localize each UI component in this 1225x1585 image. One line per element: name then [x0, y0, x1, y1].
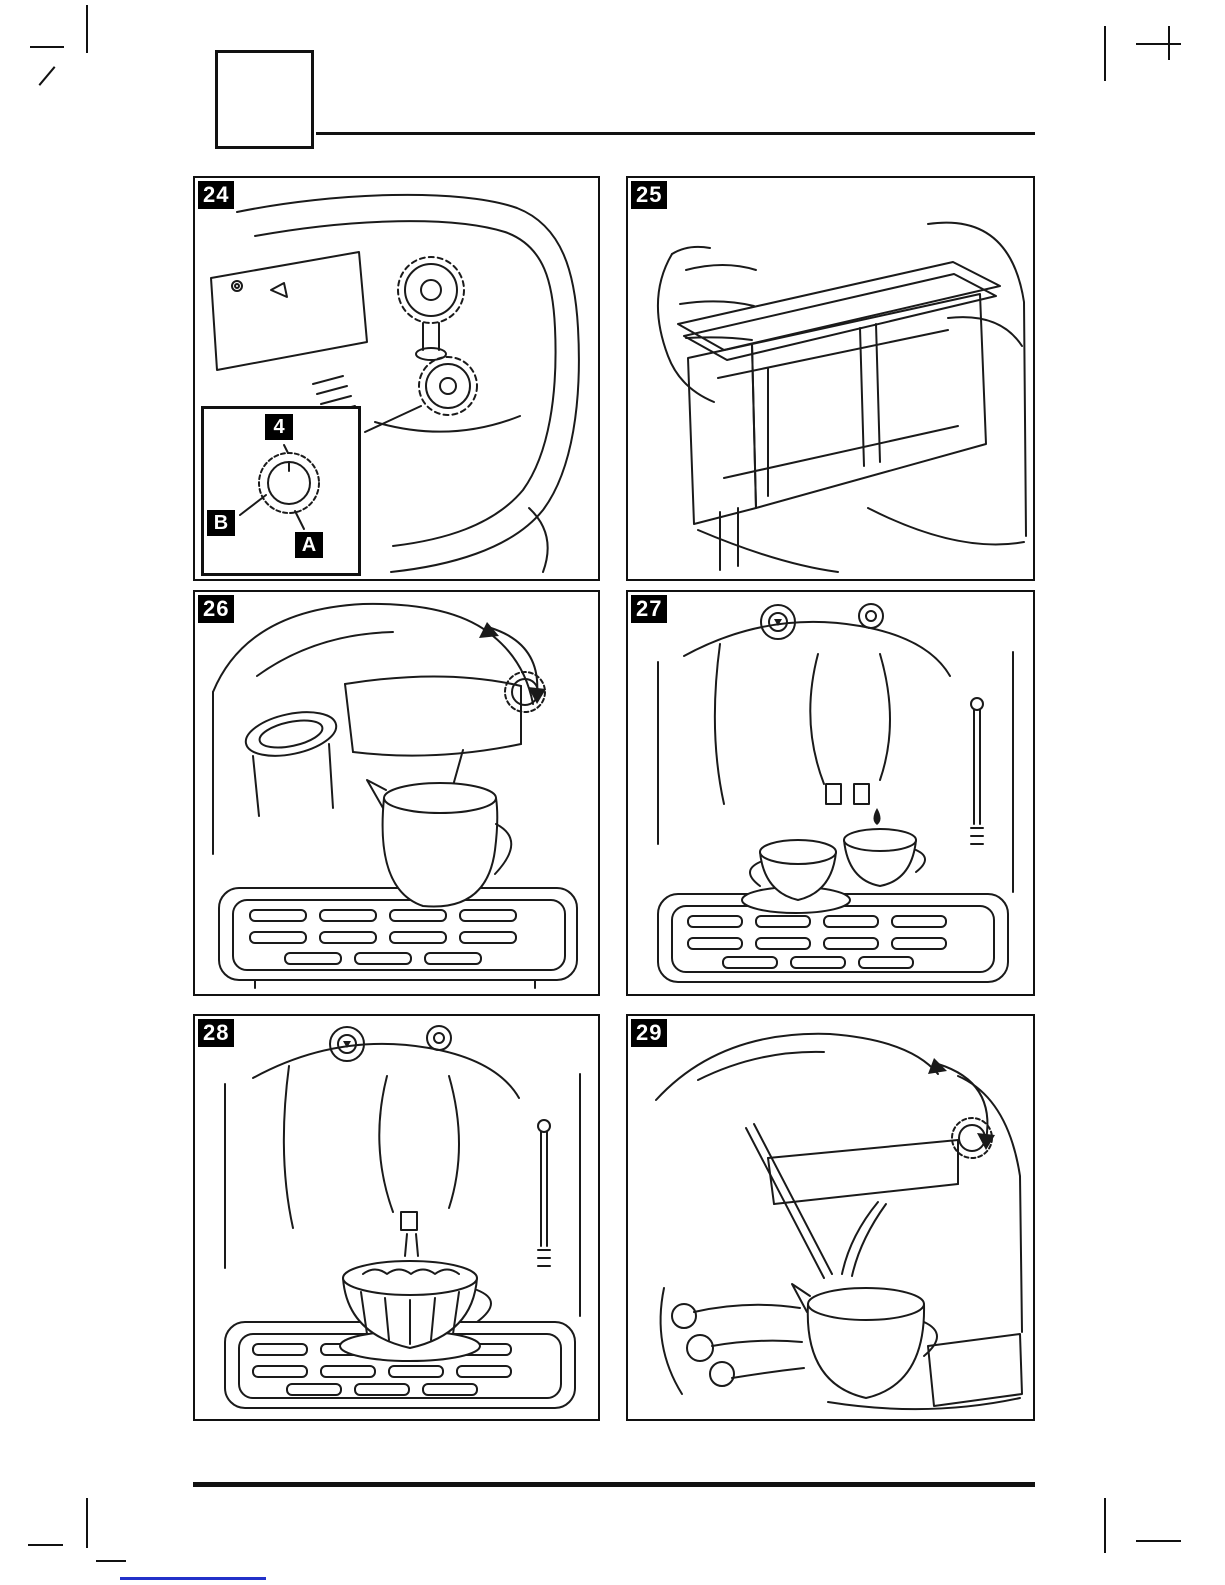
figure-panel-27: 27 [626, 590, 1035, 996]
figure-panel-25: 25 [626, 176, 1035, 581]
coffee-spout [825, 783, 842, 805]
milk-pitcher [381, 797, 499, 908]
rotate-arrow [490, 627, 539, 695]
crop-mark-bottom-right-v [1104, 1498, 1106, 1553]
crop-mark-top-right-v [1104, 26, 1106, 81]
milk-pitcher [806, 1303, 926, 1399]
drip-tray [218, 887, 578, 981]
knob-detail-illustration [239, 444, 320, 530]
figure-number-badge: 25 [631, 181, 668, 209]
figure-24-illustration [210, 193, 580, 573]
figure-number-badge: 28 [198, 1019, 235, 1047]
page-number-box [215, 50, 314, 149]
crop-mark-bottom-right-h [1136, 1540, 1181, 1542]
figure-29-illustration [655, 1032, 1023, 1411]
spoon [745, 1123, 833, 1279]
header-rule [316, 132, 1035, 135]
crop-mark-top-left-tick [38, 66, 56, 86]
water-tank-lid [677, 261, 1001, 351]
steam-wand [841, 1201, 887, 1277]
steam-knob [504, 671, 546, 713]
figure-number-badge: 29 [631, 1019, 668, 1047]
figure-26-illustration [212, 602, 578, 989]
coffee-spout [400, 1211, 418, 1231]
figure-25-illustration [656, 221, 1027, 573]
figure-panel-26: 26 [193, 590, 600, 996]
hand [671, 1303, 697, 1329]
crop-mark-bottom-left-v [86, 1498, 88, 1548]
hand [656, 253, 715, 403]
crop-mark-top-left-h [30, 46, 64, 48]
figure-panel-24: 24 [193, 176, 600, 581]
crop-mark-bottom-left-h [28, 1544, 63, 1546]
figure-panel-29: 29 [626, 1014, 1035, 1421]
espresso-cup [843, 839, 917, 887]
figure-27-illustration [657, 603, 1014, 983]
figure-28-illustration [224, 1025, 581, 1409]
rotate-arrow [937, 1063, 989, 1141]
figure-number-badge: 27 [631, 595, 668, 623]
steam-wand [540, 1131, 548, 1247]
figure-number-badge: 24 [198, 181, 235, 209]
callout-label-b: B [207, 510, 235, 536]
water-tank [687, 343, 757, 525]
crop-mark-bottom-left-h2 [96, 1560, 126, 1562]
figure-number-badge: 26 [198, 595, 235, 623]
callout-label-4: 4 [265, 414, 293, 440]
callout-label-a: A [295, 532, 323, 558]
crop-mark-top-right-v2 [1168, 26, 1170, 60]
dispense-knob [418, 356, 478, 416]
crop-mark-top-right-h [1136, 43, 1181, 45]
footer-rule [193, 1482, 1035, 1487]
espresso-cup [759, 851, 837, 901]
crop-mark-top-left-v [86, 5, 88, 53]
footer-link[interactable] [120, 1577, 266, 1580]
figure-panel-28: 28 [193, 1014, 600, 1421]
steam-wand [973, 709, 981, 825]
